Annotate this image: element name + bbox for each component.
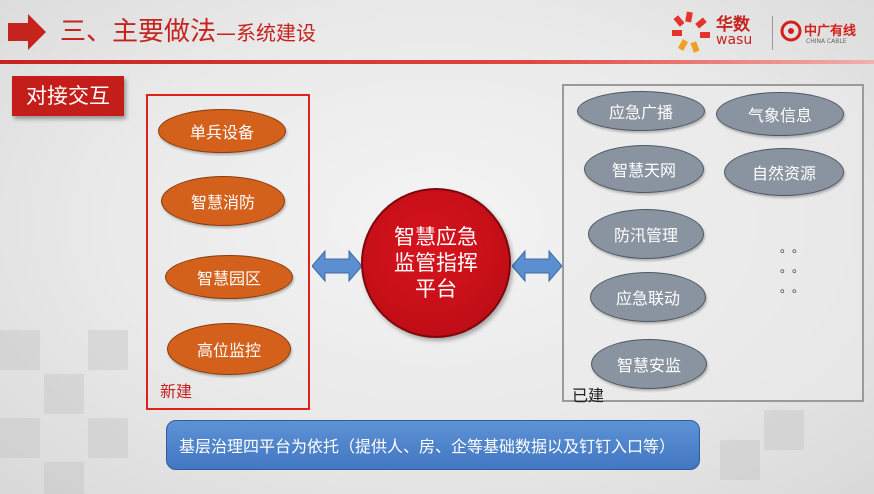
foundation-platform-text: 基层治理四平台为依托（提供人、房、企等基础数据以及钉钉入口等） [179, 437, 676, 456]
existing-group-label: 已建 [572, 386, 605, 405]
node-flood-control: 防汛管理 [588, 209, 704, 259]
center-platform-node: 智慧应急监管指挥平台 [361, 188, 511, 338]
node-emergency-linkage: 应急联动 [590, 272, 706, 322]
ellipsis-row: 。。 [780, 261, 811, 275]
china-cable-logo-cn: 中广有线 [804, 24, 857, 39]
center-platform-label: 智慧应急监管指挥平台 [394, 225, 478, 301]
ellipsis-row: 。。 [780, 281, 811, 295]
wasu-logo-cn: 华数 [716, 15, 750, 35]
china-cable-logo: 中广有线 CHINA CABLE [780, 14, 870, 50]
new-group-label: 新建 [160, 382, 193, 401]
node-smart-safety-supervision: 智慧安监 [591, 339, 707, 389]
node-single-soldier-device: 单兵设备 [158, 109, 286, 153]
wasu-logo-en: wasu [716, 32, 753, 48]
node-smart-skynet: 智慧天网 [584, 145, 704, 193]
node-natural-resources: 自然资源 [724, 148, 844, 196]
double-arrow-left-icon [312, 249, 362, 283]
bg-square [0, 330, 40, 370]
node-smart-park: 智慧园区 [165, 255, 293, 299]
china-cable-logo-en: CHINA CABLE [806, 38, 847, 45]
bg-square [0, 418, 40, 458]
bg-square [764, 410, 804, 450]
section-tag: 对接交互 [12, 76, 124, 116]
node-smart-fire: 智慧消防 [161, 176, 285, 226]
logo-separator [772, 16, 773, 50]
page-title-sub: —系统建设 [216, 21, 317, 45]
node-emergency-broadcast: 应急广播 [577, 91, 705, 131]
new-systems-group [146, 94, 310, 410]
bg-square [44, 462, 84, 494]
ellipsis-row: 。。 [780, 241, 811, 255]
double-arrow-right-icon [512, 249, 562, 283]
wasu-logo: 华数 wasu [668, 10, 764, 54]
header-divider [0, 60, 874, 64]
foundation-platform-box: 基层治理四平台为依托（提供人、房、企等基础数据以及钉钉入口等） [166, 420, 700, 470]
bg-square [44, 374, 84, 414]
page-title: 三、主要做法—系统建设 [60, 14, 316, 51]
china-cable-logo-icon [780, 20, 802, 42]
bg-square [88, 418, 128, 458]
page-title-main: 三、主要做法 [60, 17, 217, 47]
header-arrow-icon [8, 14, 46, 50]
node-weather-info: 气象信息 [716, 92, 844, 136]
node-high-point-monitoring: 高位监控 [167, 323, 291, 375]
wasu-logo-icon [672, 11, 710, 53]
bg-square [88, 330, 128, 370]
bg-square [720, 440, 760, 480]
